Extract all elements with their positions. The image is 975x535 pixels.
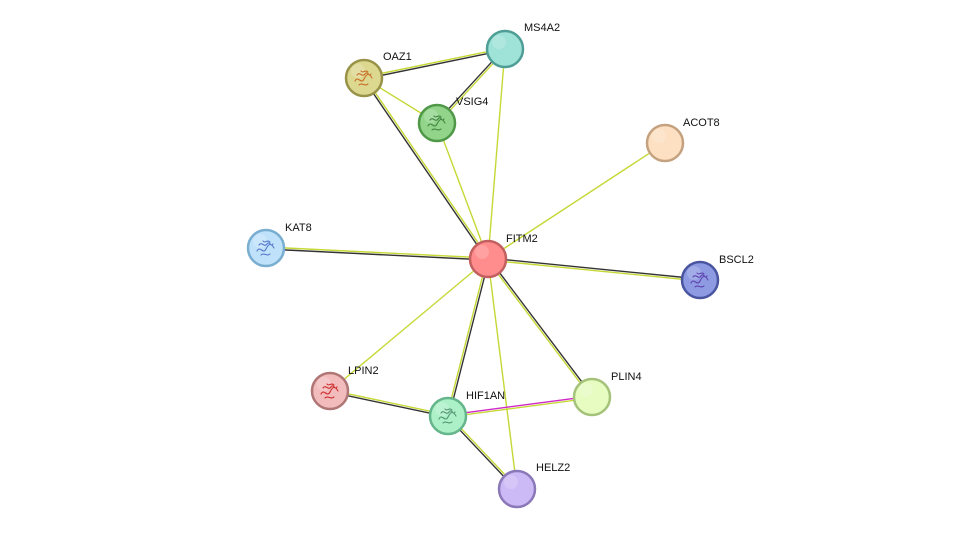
protein-structure-icon	[427, 115, 446, 131]
node-highlight	[351, 64, 365, 78]
edge-ms4a2-fitm2[interactable]	[487, 48, 506, 260]
node-highlight	[435, 402, 449, 416]
edge-kat8-fitm2[interactable]	[265, 246, 489, 261]
node-label: VSIG4	[456, 96, 488, 108]
node-label: FITM2	[506, 233, 538, 245]
edge-line-textmining	[448, 397, 593, 418]
node-circle	[645, 123, 685, 163]
node-circle	[485, 29, 525, 69]
node-circle	[468, 239, 508, 279]
node-acot8[interactable]: ACOT8	[645, 117, 720, 163]
protein-structure-icon	[320, 383, 339, 399]
edge-line-coexpression	[364, 49, 506, 80]
node-oaz1[interactable]: OAZ1	[344, 51, 412, 98]
edge-plin4-fitm2[interactable]	[486, 257, 594, 399]
node-label: PLIN4	[611, 371, 642, 383]
node-highlight	[317, 377, 331, 391]
node-kat8[interactable]: KAT8	[246, 222, 312, 268]
node-highlight	[475, 245, 489, 259]
node-circle	[572, 377, 612, 417]
edge-line-textmining	[330, 389, 449, 416]
node-plin4[interactable]: PLIN4	[572, 371, 642, 417]
edge-vsig4-fitm2[interactable]	[436, 122, 489, 260]
edge-line-textmining	[487, 142, 666, 260]
edge-lpin2-fitm2[interactable]	[329, 258, 489, 392]
edge-bscl2-fitm2[interactable]	[487, 257, 701, 282]
edge-line-textmining	[364, 77, 490, 259]
edge-line-coexpression	[265, 248, 488, 261]
edge-line-coexpression	[488, 257, 594, 397]
node-label: HIF1AN	[466, 390, 505, 402]
nodes-layer: FITM2 MS4A2OAZ1VSIG4ACOT8KAT8BSCL2LPIN2HI…	[246, 22, 754, 509]
node-highlight	[579, 383, 593, 397]
node-highlight	[492, 35, 506, 49]
edge-line-coexpression	[362, 78, 488, 260]
edge-lpin2-hif1an[interactable]	[329, 389, 449, 418]
edge-hif1an-fitm2[interactable]	[446, 258, 490, 417]
node-bscl2[interactable]: BSCL2	[680, 254, 754, 300]
node-highlight	[253, 234, 267, 248]
edge-line-coexpression	[448, 259, 490, 417]
node-label: OAZ1	[383, 51, 412, 63]
edge-hif1an-plin4[interactable]	[447, 395, 593, 418]
node-highlight	[687, 266, 701, 280]
edge-helz2-fitm2[interactable]	[487, 258, 518, 490]
protein-structure-icon	[438, 408, 457, 424]
node-label: KAT8	[285, 222, 312, 234]
edge-line-textmining	[266, 246, 489, 259]
protein-structure-icon	[256, 240, 275, 256]
edge-line-textmining	[487, 258, 518, 490]
node-highlight	[504, 475, 518, 489]
edge-line-textmining	[436, 122, 489, 260]
node-vsig4[interactable]: VSIG4	[417, 96, 488, 143]
edge-line-textmining	[446, 258, 488, 416]
edge-line-coexpression	[488, 257, 701, 280]
node-highlight	[652, 129, 666, 143]
node-label: ACOT8	[683, 117, 720, 129]
node-hif1an[interactable]: HIF1AN	[428, 390, 505, 436]
node-helz2[interactable]: HELZ2	[497, 462, 570, 509]
edge-line-experiments	[447, 395, 592, 416]
edge-line-textmining	[363, 47, 505, 78]
node-lpin2[interactable]: LPIN2	[310, 365, 379, 411]
node-label: BSCL2	[719, 254, 754, 266]
edge-line-textmining	[329, 258, 489, 392]
edge-line-coexpression	[329, 391, 448, 418]
edge-line-textmining	[487, 259, 700, 282]
edge-line-textmining	[486, 259, 592, 399]
node-circle	[497, 469, 537, 509]
node-label: MS4A2	[524, 22, 560, 34]
edge-oaz1-fitm2[interactable]	[362, 77, 490, 260]
protein-structure-icon	[690, 272, 709, 288]
node-label: HELZ2	[536, 462, 570, 474]
protein-structure-icon	[354, 70, 373, 86]
node-fitm2[interactable]: FITM2	[468, 233, 538, 279]
edge-acot8-fitm2[interactable]	[487, 142, 666, 260]
node-label: LPIN2	[348, 365, 379, 377]
edge-oaz1-ms4a2[interactable]	[363, 47, 506, 80]
edge-line-textmining	[487, 48, 506, 260]
node-highlight	[424, 109, 438, 123]
node-ms4a2[interactable]: MS4A2	[485, 22, 560, 69]
